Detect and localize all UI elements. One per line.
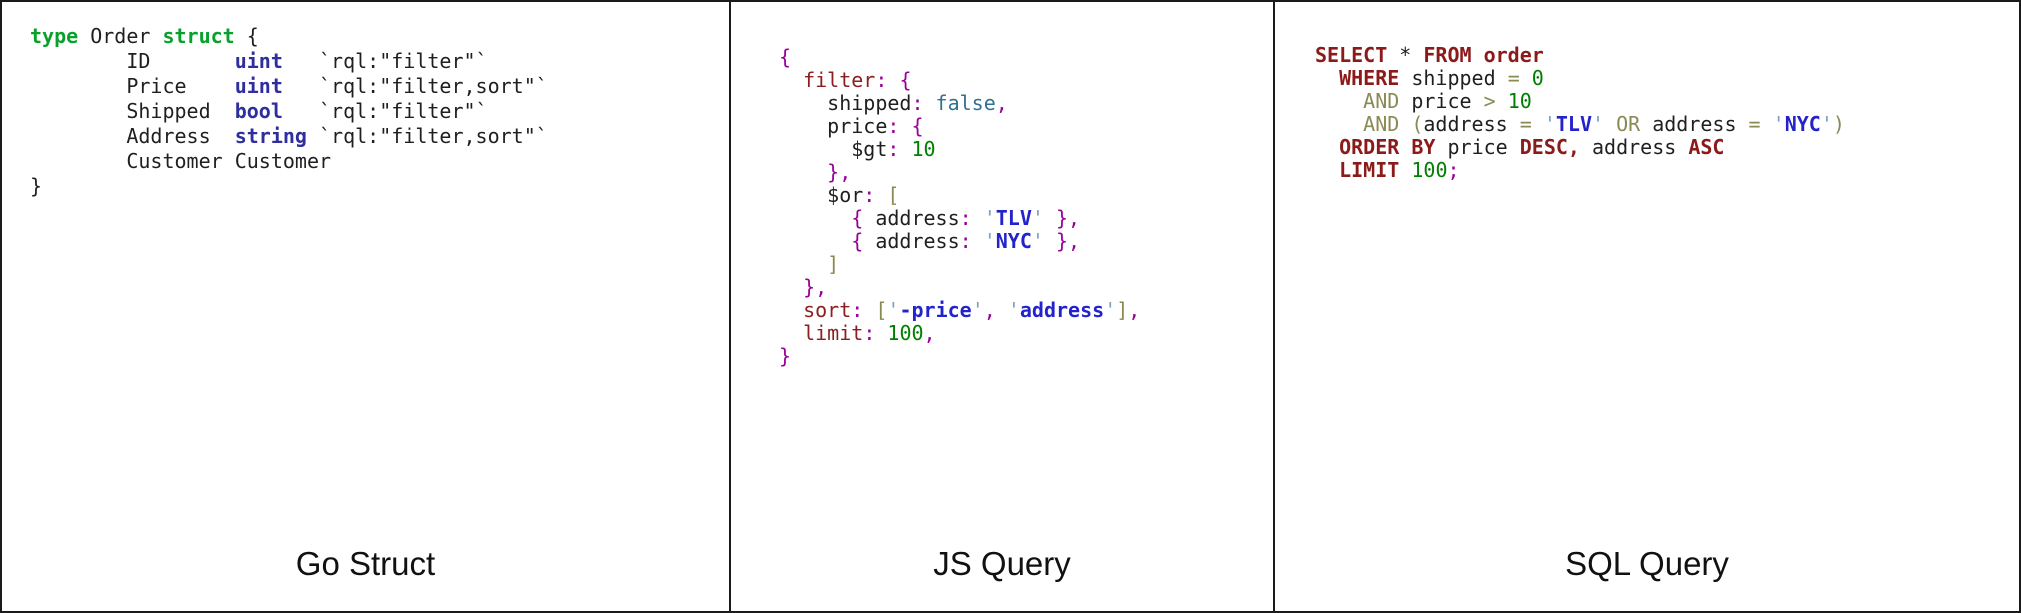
go-struct-label: Go Struct bbox=[295, 545, 436, 582]
go-struct-code: type Order struct { ID uint `rql:"filter… bbox=[30, 24, 548, 198]
sql-query-panel: SELECT * FROM order WHERE shipped = 0 AN… bbox=[1275, 2, 2019, 611]
js-query-panel: { filter: { shipped: false, price: { $gt… bbox=[731, 2, 1275, 611]
js-query-code: { filter: { shipped: false, price: { $gt… bbox=[779, 45, 1141, 368]
go-struct-panel: type Order struct { ID uint `rql:"filter… bbox=[2, 2, 731, 611]
js-query-label: JS Query bbox=[933, 545, 1071, 582]
sql-query-label: SQL Query bbox=[1565, 545, 1729, 582]
sql-query-code: SELECT * FROM order WHERE shipped = 0 AN… bbox=[1315, 43, 1845, 182]
